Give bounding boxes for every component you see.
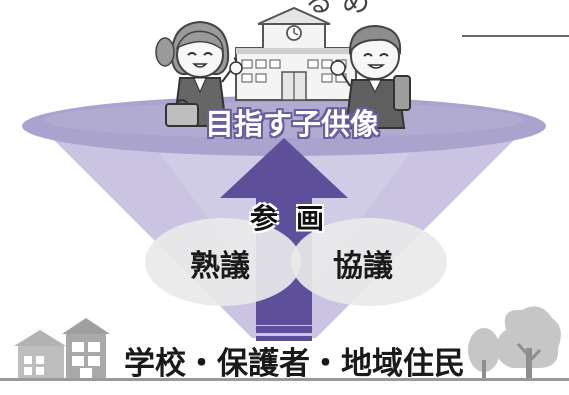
goal-label: 目指す子供像 <box>205 107 380 141</box>
bubble-right-label: 協議 <box>333 249 393 284</box>
trees-icon <box>468 306 561 378</box>
top-partial-text: る め <box>305 0 370 18</box>
ground-line <box>0 378 569 381</box>
bubble-right <box>291 218 447 306</box>
upward-arrow-icon <box>220 138 348 341</box>
bubble-left-label: 熟議 <box>190 249 250 284</box>
houses-icon <box>14 318 110 378</box>
community-label: 学校・保護者・地域住民 <box>124 346 465 382</box>
bubble-left <box>145 218 301 306</box>
school-building-icon <box>235 6 357 101</box>
participation-label: 参画 <box>250 202 343 235</box>
girl-student-icon <box>155 20 243 127</box>
boy-student-icon <box>330 24 411 129</box>
